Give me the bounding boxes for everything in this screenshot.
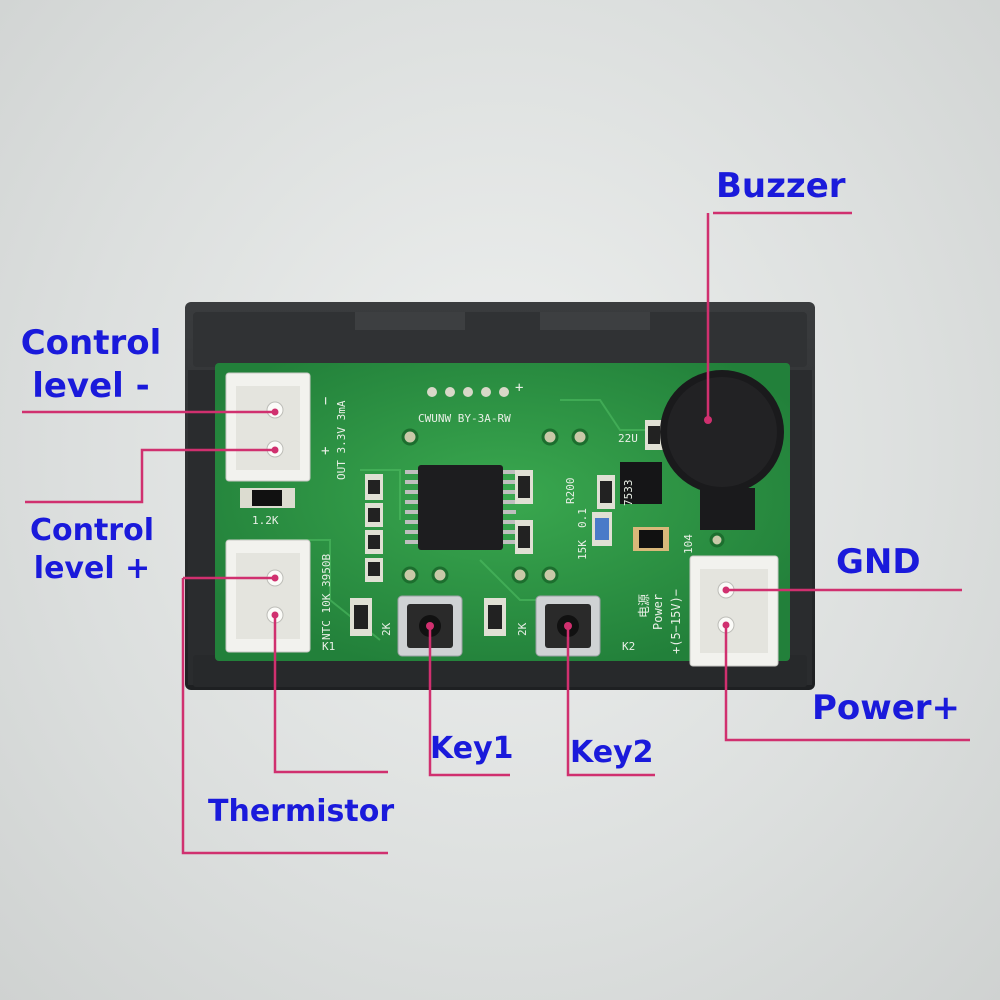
label-control-level-minus: Control level - (20, 323, 162, 406)
silk-power-cn: 电源 (637, 594, 651, 618)
label-buzzer: Buzzer (716, 166, 846, 206)
silk-2k-b: 2K (516, 622, 529, 636)
label-thermistor: Thermistor (208, 794, 395, 829)
leader-control-plus (25, 448, 275, 504)
silk-out-spec: OUT 3.3V 3mA (335, 400, 348, 480)
silk-104: 104 (682, 534, 695, 554)
leader-lines (22, 211, 970, 855)
silk-power-range: +(5−15V)− (669, 589, 683, 654)
silk-2k-a: 2K (380, 622, 393, 636)
label-key1: Key1 (430, 731, 514, 766)
leader-key1 (428, 626, 510, 777)
label-gnd: GND (836, 542, 921, 582)
power-connector (689, 555, 779, 667)
silk-k1: K1 (322, 640, 335, 653)
ic-chip (405, 465, 516, 550)
silk-board-id: CWUNW BY-3A-RW (418, 412, 511, 425)
through-hole-pads (401, 428, 725, 584)
header-pads (427, 387, 509, 397)
thermistor-connector (225, 539, 311, 653)
label-key2: Key2 (570, 735, 654, 770)
silk-22u: 22U (618, 432, 638, 445)
leader-dots (271, 408, 730, 630)
silk-ntc-spec: NTC 10K 3950B (320, 554, 333, 640)
label-power-plus: Power+ (812, 688, 961, 728)
buzzer-component (660, 370, 784, 530)
silk-01: 0.1 (576, 508, 589, 528)
leader-thermistor-short (273, 615, 388, 774)
silk-power-en: Power (651, 594, 665, 630)
silk-15k: 15K (576, 540, 589, 560)
label-control-level-plus: Control level + (29, 513, 154, 586)
resistor-12k (240, 488, 295, 508)
leader-key2 (566, 626, 655, 777)
silk-k2: K2 (622, 640, 635, 653)
silk-minus: − (318, 397, 334, 405)
silk-plus: + (318, 447, 334, 455)
leader-thermistor (181, 578, 388, 855)
silk-plus-top: + (515, 380, 523, 396)
silk-r200: R200 (564, 478, 577, 505)
control-connector (225, 372, 311, 482)
smd-components (350, 420, 669, 636)
silk-7533: 7533 (622, 480, 635, 507)
silk-12k: 1.2K (252, 514, 279, 527)
leader-power-plus (724, 625, 970, 742)
